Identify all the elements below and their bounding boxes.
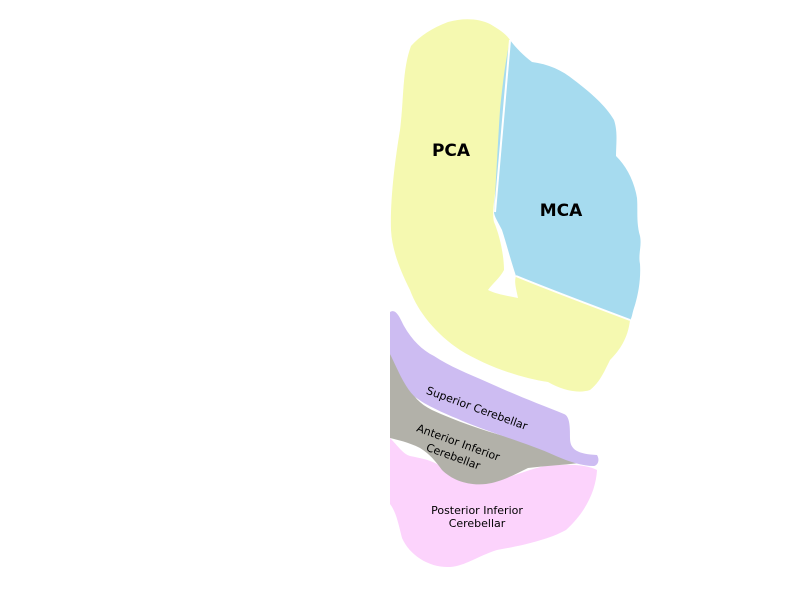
- anterior-inferior-cerebellar-region: [390, 354, 580, 485]
- mca-region: [494, 40, 641, 320]
- posterior-inferior-cerebellar-label-line1: Posterior Inferior: [431, 504, 523, 517]
- pca-mca-lower-border: [515, 275, 631, 321]
- posterior-inferior-cerebellar-label-line2: Cerebellar: [449, 517, 506, 530]
- posterior-inferior-cerebellar-region: [390, 438, 597, 568]
- superior-cerebellar-region: [390, 311, 599, 466]
- mca-label: MCA: [540, 201, 583, 221]
- pca-label: PCA: [432, 141, 471, 161]
- pca-mca-border: [494, 39, 511, 213]
- pca-region: [390, 19, 630, 392]
